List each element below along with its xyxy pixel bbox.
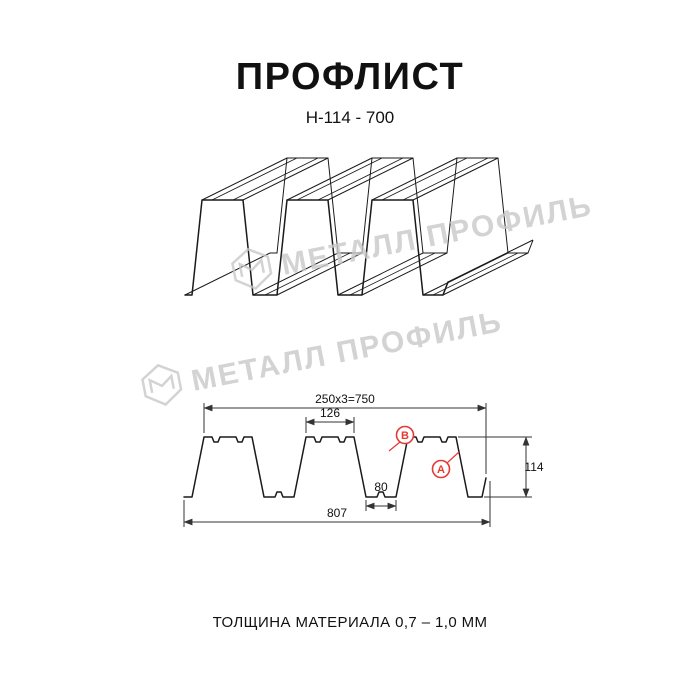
cross-section-outline <box>183 436 487 498</box>
dim-overall-width: 807 <box>183 481 491 527</box>
dim-rib-top-width: 126 <box>305 406 355 433</box>
profile-3d-view <box>184 157 534 296</box>
svg-text:А: А <box>437 464 445 476</box>
svg-text:114: 114 <box>524 460 543 474</box>
extrusion-ridge-lines <box>184 157 534 296</box>
dim-rib-bottom-width: 80 <box>365 480 397 511</box>
page-title: ПРОФЛИСТ <box>235 56 465 98</box>
watermark-brand-text: МЕТАЛЛ ПРОФИЛЬ <box>189 305 506 398</box>
metall-profil-logo-icon <box>141 363 183 407</box>
svg-text:В: В <box>401 430 409 442</box>
thickness-note: ТОЛЩИНА МАТЕРИАЛА 0,7 – 1,0 ММ <box>212 614 488 631</box>
svg-text:250x3=750: 250x3=750 <box>315 392 375 406</box>
svg-text:126: 126 <box>320 406 340 420</box>
point-label-a: А <box>431 451 460 479</box>
cross-section-view: 250x3=750 126 80 807 <box>183 392 544 527</box>
point-label-b: В <box>388 425 415 452</box>
stiffener-groove-lines <box>211 157 519 296</box>
header: ПРОФЛИСТ Н-114 - 700 <box>0 56 700 128</box>
dim-profile-height: 114 <box>458 436 544 498</box>
metall-profil-logo-icon <box>231 247 273 291</box>
dim-module-width: 250x3=750 <box>203 392 487 474</box>
svg-text:80: 80 <box>374 480 388 494</box>
svg-text:807: 807 <box>327 506 347 520</box>
watermark-brand-text: МЕТАЛЛ ПРОФИЛЬ <box>279 189 596 282</box>
profile-code: Н-114 - 700 <box>305 108 395 127</box>
